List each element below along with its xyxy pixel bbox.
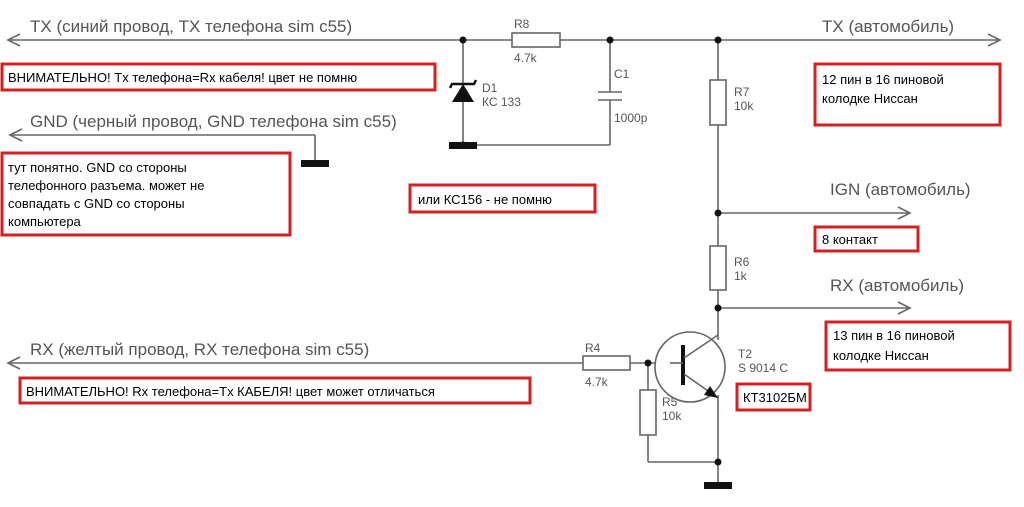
svg-text:или КС156 - не помню: или КС156 - не помню xyxy=(418,192,552,207)
zener-diode-d1 xyxy=(448,79,478,102)
note-transistor-alt: КТ3102БМ xyxy=(735,382,812,412)
r6-name: R6 xyxy=(734,255,750,269)
capacitor-c1 xyxy=(598,91,622,101)
c1-name: C1 xyxy=(614,67,630,81)
svg-text:12 пин в 16 пиновой: 12 пин в 16 пиновой xyxy=(822,72,944,87)
t2-value: S 9014 C xyxy=(738,361,788,375)
junction-dots xyxy=(459,36,722,466)
note-diode: или КС156 - не помню xyxy=(408,183,597,214)
svg-text:ВНИМАТЕЛЬНО! Rx телефона=Tx КА: ВНИМАТЕЛЬНО! Rx телефона=Tx КАБЕЛЯ! цвет… xyxy=(26,384,435,399)
r8-name: R8 xyxy=(514,17,530,31)
ign-car-label: IGN (автомобиль) xyxy=(830,180,971,199)
svg-text:КТ3102БМ: КТ3102БМ xyxy=(743,390,807,405)
note-gnd: тут понятно. GND со стороны телефонного … xyxy=(0,151,292,237)
resistor-r7 xyxy=(709,79,727,126)
svg-text:13 пин в 16 пиновой: 13 пин в 16 пиновой xyxy=(833,328,955,343)
svg-text:ВНИМАТЕЛЬНО! Tx телефона=Rx ка: ВНИМАТЕЛЬНО! Tx телефона=Rx кабеля! цвет… xyxy=(8,70,357,85)
svg-text:телефонного разъема. может не: телефонного разъема. может не xyxy=(8,178,204,193)
rx-car-label: RX (автомобиль) xyxy=(830,276,964,295)
resistor-r6 xyxy=(709,245,727,291)
t2-name: T2 xyxy=(738,347,752,361)
d1-name: D1 xyxy=(482,81,498,95)
svg-text:компьютера: компьютера xyxy=(8,214,82,229)
r7-value: 10k xyxy=(734,99,754,113)
ground-symbol xyxy=(704,482,732,489)
svg-text:колодке Ниссан: колодке Ниссан xyxy=(822,91,918,106)
note-tx-warning: ВНИМАТЕЛЬНО! Tx телефона=Rx кабеля! цвет… xyxy=(0,62,437,92)
note-ign-pin: 8 контакт xyxy=(813,225,920,253)
r7-name: R7 xyxy=(734,85,750,99)
note-rx-warning: ВНИМАТЕЛЬНО! Rx телефона=Tx КАБЕЛЯ! цвет… xyxy=(18,376,532,405)
r4-name: R4 xyxy=(585,341,601,355)
transistor-t2 xyxy=(654,331,726,403)
resistor-r5 xyxy=(639,389,657,436)
r6-value: 1k xyxy=(734,269,748,283)
svg-text:совпадать с GND со стороны: совпадать с GND со стороны xyxy=(8,196,185,211)
c1-value: 1000p xyxy=(614,111,648,125)
r8-value: 4.7k xyxy=(514,51,538,65)
rx-phone-label: RX (желтый провод, RX телефона sim c55) xyxy=(30,340,369,359)
resistor-r4 xyxy=(582,355,631,371)
ground-symbol xyxy=(301,160,329,167)
r5-value: 10k xyxy=(662,409,682,423)
svg-text:тут понятно. GND со стороны: тут понятно. GND со стороны xyxy=(8,160,187,175)
note-tx-pin: 12 пин в 16 пиновой колодке Ниссан xyxy=(813,62,1002,127)
tx-phone-label: TX (синий провод, TX телефона sim c55) xyxy=(30,17,352,36)
note-rx-pin: 13 пин в 16 пиновой колодке Ниссан xyxy=(824,320,1012,372)
r4-value: 4.7k xyxy=(585,375,609,389)
d1-value: КС 133 xyxy=(482,95,521,109)
svg-text:колодке Ниссан: колодке Ниссан xyxy=(833,348,929,363)
resistor-r8 xyxy=(511,32,561,48)
svg-text:8 контакт: 8 контакт xyxy=(822,232,878,247)
tx-car-label: TX (автомобиль) xyxy=(822,17,954,36)
gnd-phone-label: GND (черный провод, GND телефона sim c55… xyxy=(30,112,397,131)
